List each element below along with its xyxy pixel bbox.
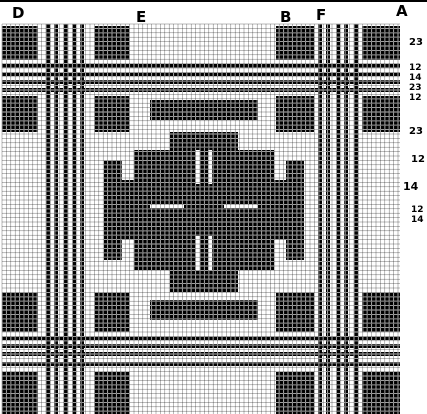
column-label-d: D bbox=[12, 4, 24, 22]
top-border bbox=[0, 0, 427, 2]
horizontal-stripe-0 bbox=[2, 64, 400, 68]
row-label-6: 23 bbox=[409, 126, 423, 137]
row-label-4: 23 bbox=[409, 83, 422, 93]
row-label-5: 12 bbox=[409, 93, 422, 103]
row-label-7: 12 bbox=[411, 154, 425, 165]
row-label-1: 23 bbox=[409, 37, 423, 48]
horizontal-stripe-5 bbox=[2, 344, 400, 348]
center-window-1 bbox=[196, 150, 200, 184]
dark-square-2-2 bbox=[276, 292, 314, 332]
row-label-3: 14 bbox=[409, 73, 422, 83]
horizontal-stripe-2 bbox=[2, 80, 400, 84]
dark-square-2-3 bbox=[276, 372, 314, 414]
left-band bbox=[104, 160, 122, 260]
dark-square-3-3 bbox=[362, 372, 400, 414]
dark-square-3-2 bbox=[362, 292, 400, 332]
row-label-9: 12 bbox=[411, 205, 424, 215]
row-label-2: 12 bbox=[409, 63, 422, 73]
column-label-e: E bbox=[136, 8, 146, 26]
column-label-a: A bbox=[396, 2, 408, 20]
column-label-b: B bbox=[280, 8, 291, 26]
dark-square-3-1 bbox=[362, 96, 400, 132]
row-label-8: 14 bbox=[403, 180, 419, 193]
column-label-f: F bbox=[316, 6, 326, 24]
row-label-10: 14 bbox=[411, 215, 424, 225]
dark-square-2-1 bbox=[276, 96, 314, 132]
